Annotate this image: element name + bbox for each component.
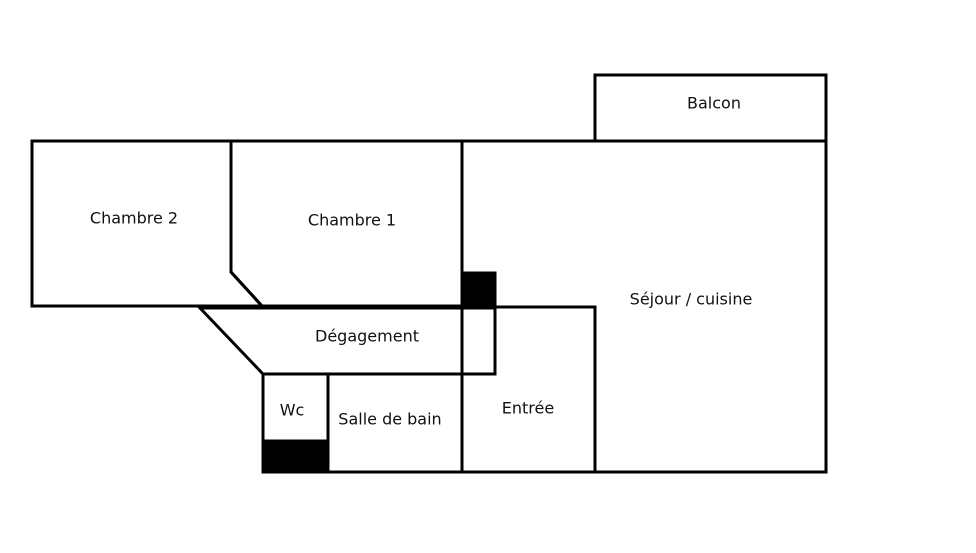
label-salle-de-bain: Salle de bain	[338, 410, 441, 429]
label-entree: Entrée	[502, 399, 554, 418]
duct-block-wc	[262, 439, 329, 473]
label-degagement: Dégagement	[315, 327, 419, 346]
label-balcon: Balcon	[687, 94, 741, 113]
entree-outline	[460, 305, 597, 474]
label-sejour-cuisine: Séjour / cuisine	[630, 290, 753, 309]
degagement-outline	[196, 306, 497, 376]
duct-block-top	[461, 272, 496, 308]
label-chambre-1: Chambre 1	[308, 211, 396, 230]
label-chambre-2: Chambre 2	[90, 209, 178, 228]
chambre-1-outline	[229, 139, 464, 308]
label-wc: Wc	[280, 401, 305, 420]
